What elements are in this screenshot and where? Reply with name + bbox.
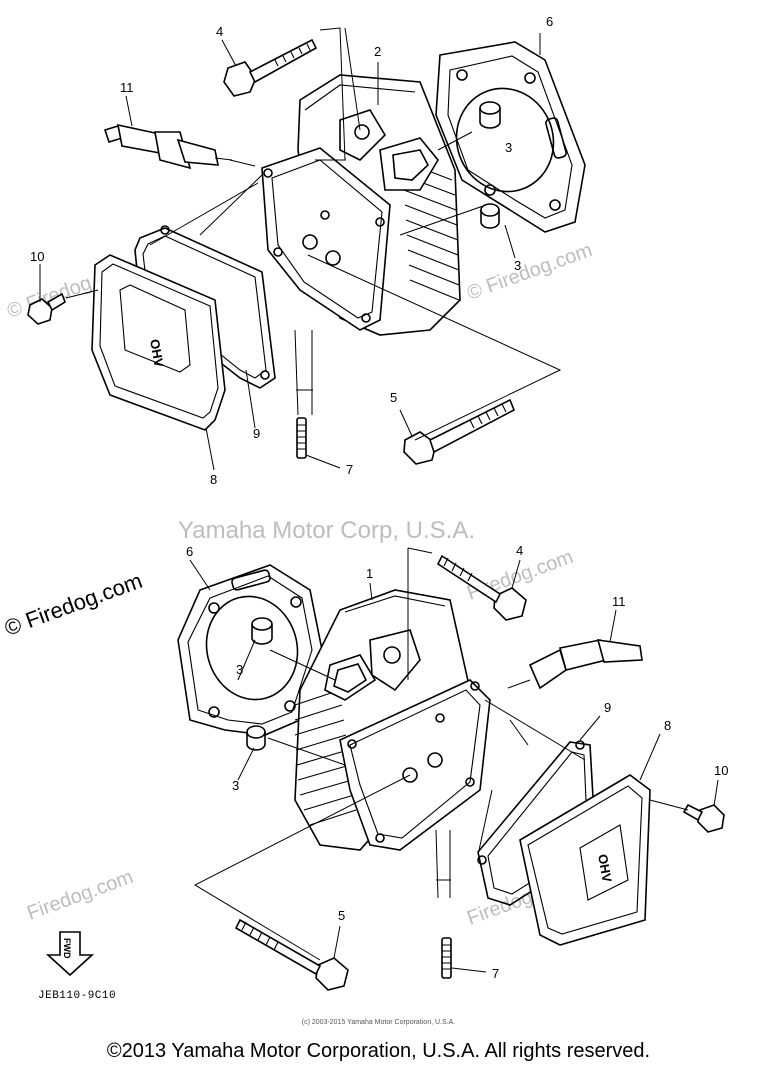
callout-6-top: 6 xyxy=(546,14,553,29)
callout-5-bottom: 5 xyxy=(338,908,345,923)
callout-4-bottom: 4 xyxy=(516,543,523,558)
cylinder-head-top xyxy=(261,74,461,336)
bolt-4-bottom xyxy=(436,554,527,621)
spark-plug-bottom xyxy=(507,639,643,690)
top-assembly: OHV 4 2 6 11 3 3 10 5 9 7 8 xyxy=(27,14,586,487)
bolt-4-top xyxy=(223,38,318,97)
head-gasket-bottom xyxy=(177,564,323,736)
bolt-5-bottom xyxy=(234,918,349,991)
leader-lines-top xyxy=(65,27,562,441)
watermark-firedog-4: Firedog.com xyxy=(24,866,136,925)
bolt-5-top xyxy=(403,398,516,465)
forward-arrow-icon: FWD xyxy=(45,931,95,977)
callout-3a-top: 3 xyxy=(505,140,512,155)
callout-1-bottom: 1 xyxy=(366,566,373,581)
fwd-label: FWD xyxy=(62,938,72,959)
leader-lines-bottom xyxy=(193,547,689,961)
bottom-assembly: OHV 6 1 4 11 3 3 9 8 10 5 7 xyxy=(177,543,728,991)
callout-4-top: 4 xyxy=(216,24,223,39)
diagram-code: JEB110-9C10 xyxy=(38,990,117,1002)
watermark-firedog-2: © Firedog.com xyxy=(464,239,595,305)
callout-11-bottom: 11 xyxy=(612,594,626,609)
callout-10-top: 10 xyxy=(30,249,44,264)
callout-11-top: 11 xyxy=(120,80,134,95)
callout-3a-bottom: 3 xyxy=(236,662,243,677)
callout-10-bottom: 10 xyxy=(714,763,728,778)
callout-6-bottom: 6 xyxy=(186,544,193,559)
callout-3b-top: 3 xyxy=(514,258,521,273)
bolt-10-bottom xyxy=(682,803,725,833)
head-gasket-top xyxy=(435,41,586,233)
watermark-center: Yamaha Motor Corp, U.S.A. xyxy=(178,517,475,544)
dowel-pin-top-2 xyxy=(480,203,500,229)
callout-8-top: 8 xyxy=(210,472,217,487)
spark-plug-top xyxy=(103,123,233,170)
callout-8-bottom: 8 xyxy=(664,718,671,733)
callout-7-top: 7 xyxy=(346,462,353,477)
callout-3b-bottom: 3 xyxy=(232,778,239,793)
dowel-pin-top-1 xyxy=(479,101,501,129)
watermark-firedog-black: © Firedog.com xyxy=(1,568,145,641)
callout-9-bottom: 9 xyxy=(604,700,611,715)
valve-cover-bottom: OHV xyxy=(519,774,651,946)
copyright-small: (c) 2003-2015 Yamaha Motor Corporation, … xyxy=(301,1019,456,1026)
callout-9-top: 9 xyxy=(253,426,260,441)
valve-cover-top: OHV xyxy=(91,254,226,431)
cover-logo-bottom: OHV xyxy=(595,853,615,884)
callout-2-top: 2 xyxy=(374,44,381,59)
cylinder-head-bottom xyxy=(294,589,491,851)
stud-7-top xyxy=(296,417,307,459)
stud-7-bottom xyxy=(441,937,452,979)
bolt-10-top xyxy=(27,292,66,325)
dowel-pin-bottom-1 xyxy=(251,617,273,645)
callout-7-bottom: 7 xyxy=(492,966,499,981)
dowel-pin-bottom-2 xyxy=(246,725,266,751)
callout-5-top: 5 xyxy=(390,390,397,405)
copyright-notice: ©2013 Yamaha Motor Corporation, U.S.A. A… xyxy=(106,1040,651,1062)
cover-logo-top: OHV xyxy=(147,338,167,369)
